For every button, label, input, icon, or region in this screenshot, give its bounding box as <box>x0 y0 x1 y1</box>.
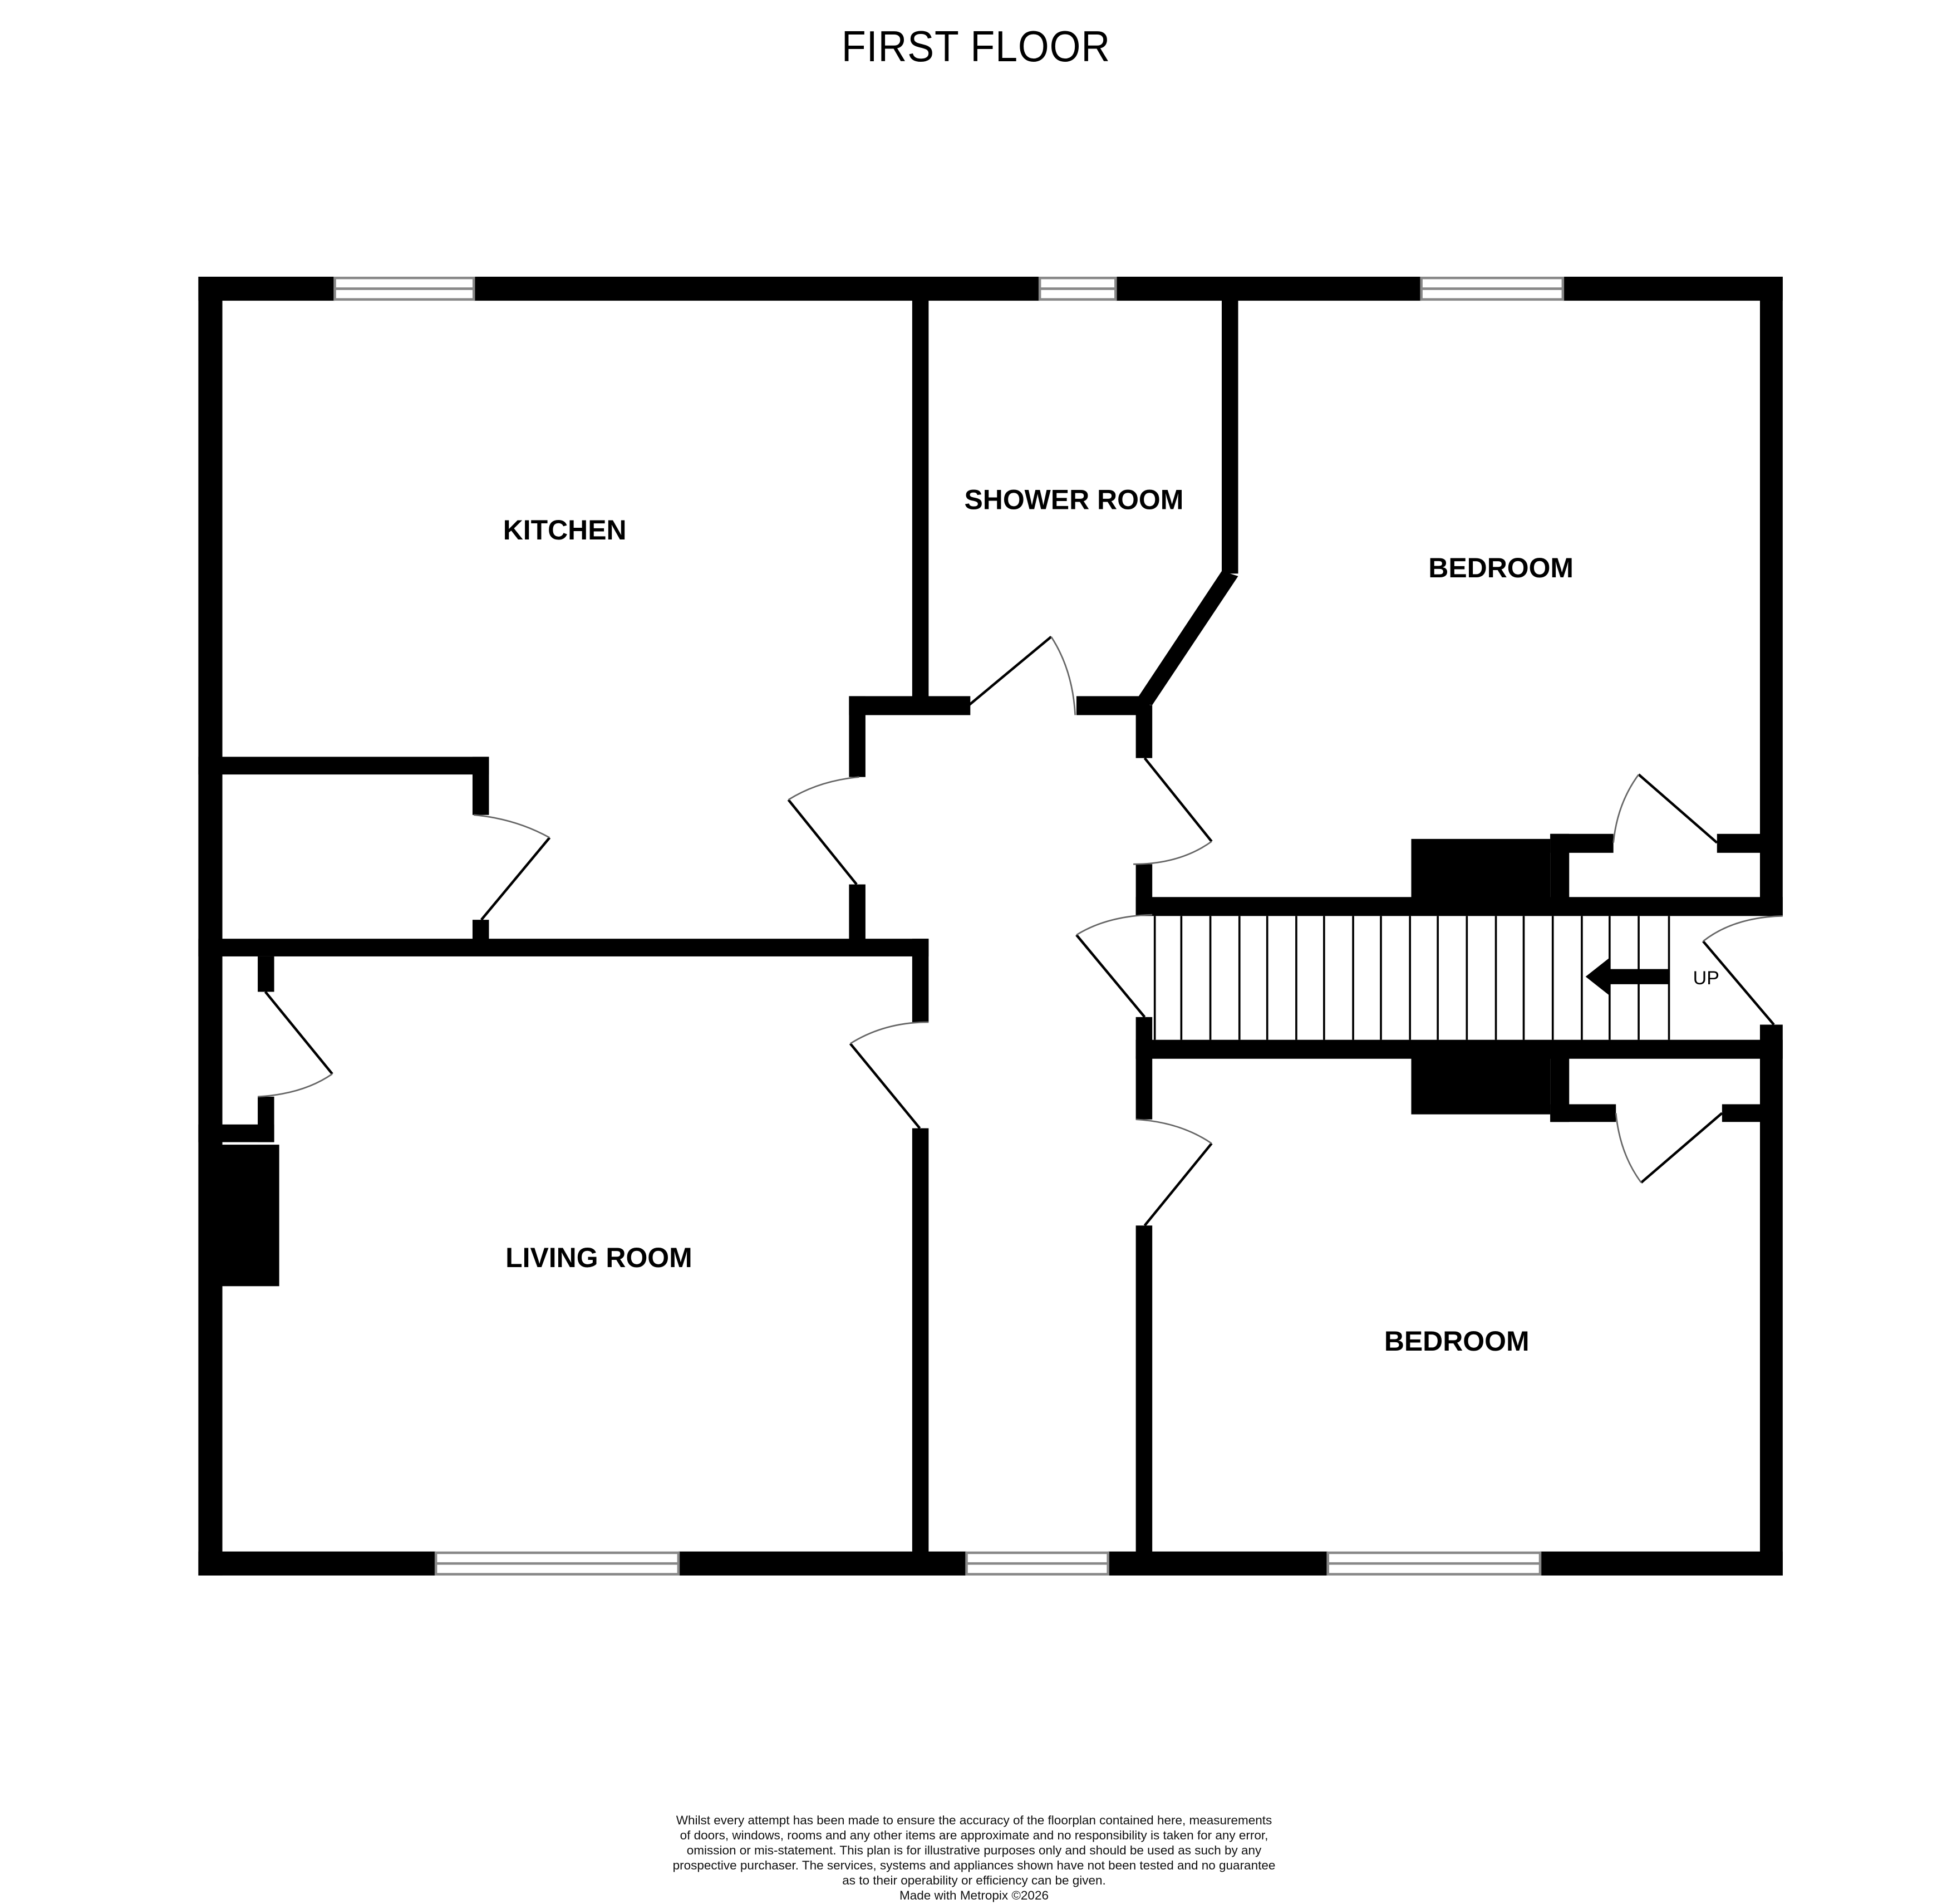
outer-walls <box>198 277 1783 1576</box>
disclaimer-line: as to their operability or efficiency ca… <box>842 1873 1106 1887</box>
room-label-bedroom-1: BEDROOM <box>1428 552 1574 583</box>
staircase <box>1153 916 1670 1040</box>
door-bedroom-2-cupboard[interactable] <box>1615 1112 1723 1184</box>
room-label-bedroom-2: BEDROOM <box>1384 1326 1530 1357</box>
disclaimer-line: prospective purchaser. The services, sys… <box>672 1858 1276 1872</box>
floor-title: FIRST FLOOR <box>841 22 1111 71</box>
door-shower-room[interactable] <box>968 636 1076 715</box>
disclaimer-line: omission or mis-statement. This plan is … <box>686 1843 1262 1857</box>
doors <box>257 636 1783 1226</box>
internal-walls <box>198 298 1783 1573</box>
door-kitchen-cupboard[interactable] <box>474 814 551 921</box>
room-label-kitchen: KITCHEN <box>503 514 627 546</box>
window-bedroom-1 <box>1420 277 1565 301</box>
window-shower-room <box>1038 277 1117 301</box>
windows <box>333 277 1565 1576</box>
disclaimer-line: Whilst every attempt has been made to en… <box>676 1813 1272 1827</box>
door-stairs-hall[interactable] <box>1075 914 1153 1018</box>
door-living-room[interactable] <box>849 1021 929 1130</box>
door-bedroom-1[interactable] <box>1133 757 1213 865</box>
room-label-shower-room: SHOWER ROOM <box>964 484 1183 516</box>
disclaimer: Whilst every attempt has been made to en… <box>612 1813 1336 1903</box>
window-hall <box>965 1551 1109 1576</box>
disclaimer-line: of doors, windows, rooms and any other i… <box>680 1828 1268 1842</box>
arrow-left-icon <box>1585 958 1669 996</box>
window-bedroom-2 <box>1326 1551 1542 1576</box>
door-living-cupboard[interactable] <box>257 991 333 1098</box>
window-kitchen <box>333 277 475 301</box>
window-living-room <box>434 1551 680 1576</box>
door-stairs-landing[interactable] <box>1702 915 1783 1025</box>
stairs-up-label: UP <box>1693 968 1719 989</box>
credit: Made with Metropix ©2026 <box>899 1888 1049 1902</box>
door-kitchen[interactable] <box>787 776 859 886</box>
door-bedroom-1-cupboard[interactable] <box>1612 773 1718 844</box>
door-bedroom-2[interactable] <box>1135 1118 1213 1226</box>
room-label-living-room: LIVING ROOM <box>505 1242 692 1273</box>
